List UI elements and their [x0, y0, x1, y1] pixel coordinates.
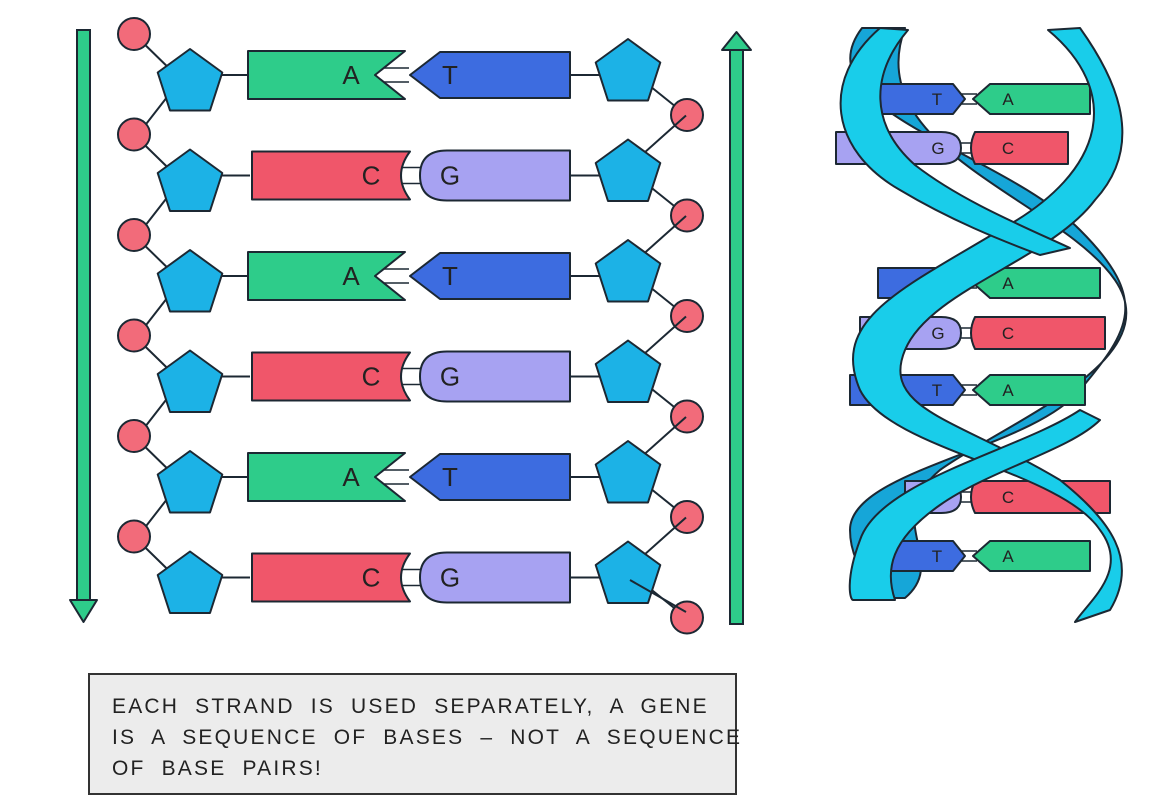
backbone-link	[629, 579, 687, 613]
base-letter-a: A	[342, 261, 360, 291]
cytosine-block	[251, 552, 411, 603]
base-letter-t: T	[442, 60, 458, 90]
phosphate-circle	[117, 218, 151, 252]
sugar-pentagon	[156, 450, 224, 514]
base-letter-t: T	[442, 462, 458, 492]
sugar-pentagon	[156, 48, 224, 112]
helix-letter-right: A	[1002, 547, 1014, 566]
base-letter-t: T	[442, 261, 458, 291]
sugar-pentagon	[156, 550, 224, 614]
helix-letter-left: T	[932, 547, 942, 566]
base-letter-g: G	[440, 563, 460, 593]
base-letter-g: G	[440, 362, 460, 392]
sugar-pentagon	[594, 339, 662, 403]
guanine-block	[419, 149, 571, 202]
phosphate-circle	[117, 117, 151, 152]
helix-letter-left: T	[932, 381, 942, 400]
thymine-block	[409, 51, 571, 99]
phosphate-circle	[117, 519, 151, 554]
phosphate-circle	[670, 500, 704, 534]
phosphate-circle	[117, 419, 151, 453]
base-letter-c: C	[362, 161, 381, 191]
phosphate-circle	[670, 600, 704, 635]
sugar-pentagon	[156, 349, 224, 413]
thymine-block	[409, 252, 571, 300]
base-letter-a: A	[342, 60, 360, 90]
sugar-pentagon	[594, 239, 662, 303]
adenine-block	[247, 452, 406, 502]
cytosine-block	[251, 351, 411, 402]
sugar-pentagon	[594, 540, 662, 604]
note-line-2: IS A SEQUENCE OF BASES – NOT A SEQUENCE	[112, 726, 743, 749]
helix-adenine	[972, 267, 1101, 299]
helix-adenine	[972, 83, 1091, 115]
sugar-pentagon	[156, 148, 224, 212]
helix-adenine	[972, 374, 1086, 406]
helix-letter-right: A	[1002, 90, 1014, 109]
helix-cytosine	[970, 316, 1106, 350]
helix-front-ribbon-lower	[848, 409, 1101, 601]
sugar-pentagon	[594, 138, 662, 202]
helix-adenine	[972, 540, 1091, 572]
sugar-pentagon	[156, 249, 224, 313]
helix-letter-right: C	[1002, 488, 1014, 507]
base-letter-a: A	[342, 462, 360, 492]
phosphate-circle	[670, 98, 704, 132]
sugar-pentagon	[594, 440, 662, 504]
base-letter-c: C	[362, 362, 381, 392]
cytosine-block	[251, 150, 411, 201]
helix-letter-right: C	[1002, 139, 1014, 158]
phosphate-circle	[117, 17, 151, 51]
helix-front-ribbon-upper	[839, 27, 1071, 256]
guanine-block	[419, 350, 571, 403]
helix-cytosine	[970, 131, 1069, 165]
thymine-block	[409, 453, 571, 501]
right-strand-direction-arrow	[721, 31, 752, 625]
phosphate-circle	[117, 318, 151, 353]
helix-letter-left: G	[931, 139, 944, 158]
helix-letter-left: T	[932, 90, 942, 109]
phosphate-circle	[670, 299, 704, 333]
helix-letter-right: A	[1002, 381, 1014, 400]
note-box: EACH STRAND IS USED SEPARATELY, A GENE I…	[88, 673, 743, 795]
phosphate-circle	[670, 399, 704, 434]
left-strand-direction-arrow	[69, 29, 98, 623]
helix-letter-right: A	[1002, 274, 1014, 293]
adenine-block	[247, 251, 406, 301]
helix-letter-right: C	[1002, 324, 1014, 343]
note-line-1: EACH STRAND IS USED SEPARATELY, A GENE	[112, 695, 709, 718]
phosphate-circle	[670, 198, 704, 233]
adenine-block	[247, 50, 406, 100]
helix-letter-left: G	[931, 324, 944, 343]
note-line-3: OF BASE PAIRS!	[112, 757, 323, 780]
base-letter-g: G	[440, 161, 460, 191]
base-letter-c: C	[362, 563, 381, 593]
double-helix: TAGCTAGCTAGCTA	[835, 27, 1128, 623]
guanine-block	[419, 551, 571, 604]
sugar-pentagon	[594, 38, 662, 102]
